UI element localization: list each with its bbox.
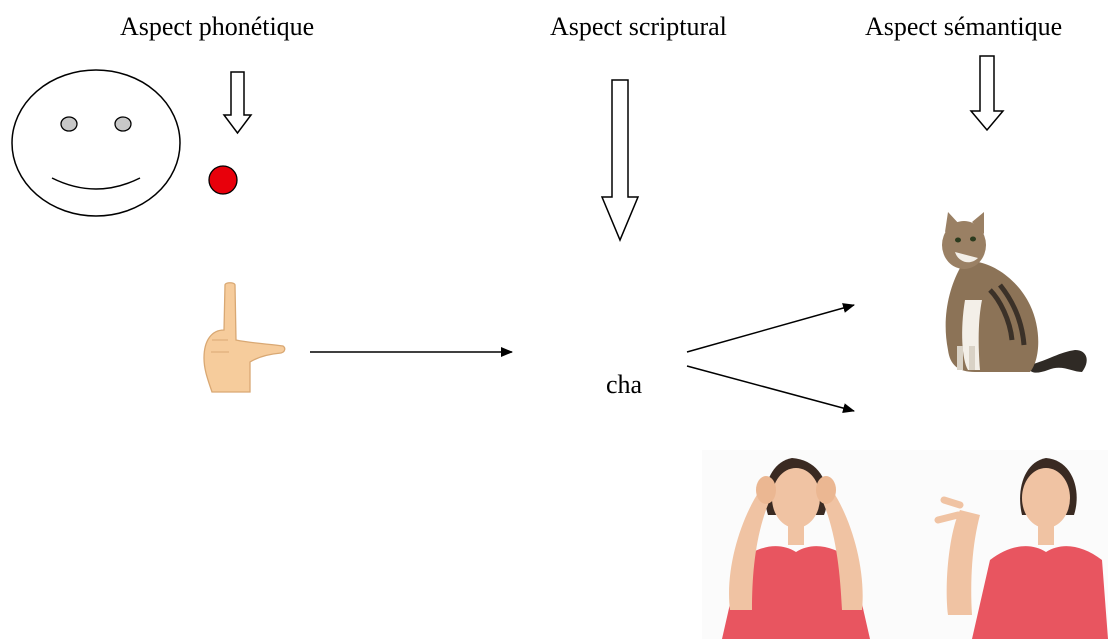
hand-sign-icon <box>203 282 286 393</box>
heading-semantic: Aspect sémantique <box>865 12 1063 41</box>
arrow-down-semantic <box>969 55 1005 132</box>
heading-scriptural: Aspect scriptural <box>550 12 727 41</box>
red-dot-icon <box>208 165 238 195</box>
cat-photo <box>942 212 1087 373</box>
arrow-word-to-sign <box>686 365 855 413</box>
smiley-face-icon <box>11 69 181 217</box>
arrow-down-phonetic <box>222 71 253 135</box>
sign-language-photo <box>702 450 1108 639</box>
arrow-down-scriptural <box>600 79 640 242</box>
word-cha: cha <box>606 370 643 399</box>
arrow-word-to-cat <box>686 303 855 353</box>
heading-phonetic: Aspect phonétique <box>120 12 315 41</box>
